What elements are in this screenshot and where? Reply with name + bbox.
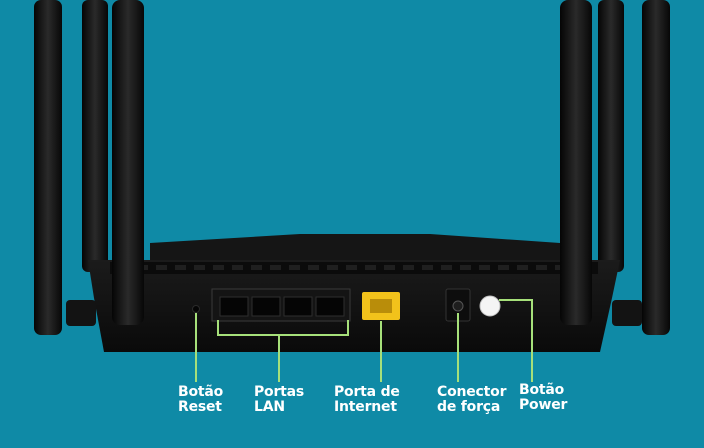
callout-reset-line2: Reset xyxy=(178,399,222,415)
callout-power-button: Botão Power xyxy=(519,383,567,413)
vent-slot xyxy=(213,265,224,270)
callout-power-button-line1: Botão xyxy=(519,382,565,398)
router-lid xyxy=(150,234,560,262)
callout-power-button-line2: Power xyxy=(519,397,568,413)
callout-power-connector-line2: de força xyxy=(437,399,501,415)
vent-slot xyxy=(517,265,528,270)
callout-internet: Porta de Internet xyxy=(334,385,400,415)
antenna-hinge-right xyxy=(612,300,642,326)
vent-slot xyxy=(156,265,167,270)
vent-slot xyxy=(232,265,243,270)
callout-lan: Portas LAN xyxy=(254,385,304,415)
callout-internet-line1: Porta de xyxy=(334,384,400,400)
callout-power-connector: Conector de força xyxy=(437,385,506,415)
antenna-front-right xyxy=(560,0,592,325)
vent-slot xyxy=(175,265,186,270)
lan-port-1 xyxy=(219,296,249,317)
antenna-left-inner xyxy=(82,0,108,272)
vent-slot xyxy=(251,265,262,270)
vent-slot xyxy=(403,265,414,270)
callout-power-connector-line1: Conector xyxy=(437,384,507,400)
antenna-right-outer xyxy=(642,0,670,335)
vent-slot xyxy=(498,265,509,270)
vent-slot xyxy=(384,265,395,270)
lan-port-3 xyxy=(283,296,313,317)
callout-lan-line2: LAN xyxy=(254,399,285,415)
vent-slot xyxy=(422,265,433,270)
callout-lines xyxy=(195,299,533,382)
vent-slot xyxy=(270,265,281,270)
callout-reset-line1: Botão xyxy=(178,384,224,400)
router-body xyxy=(88,260,620,352)
vent-slot xyxy=(327,265,338,270)
vent-slot xyxy=(346,265,357,270)
callout-line-power-button xyxy=(499,299,533,382)
lan-port-2 xyxy=(251,296,281,317)
vent-slot xyxy=(536,265,547,270)
power-button xyxy=(479,295,501,317)
vent-slot xyxy=(194,265,205,270)
power-connector-hole xyxy=(452,300,464,312)
vent-slot xyxy=(460,265,471,270)
vent-slot xyxy=(365,265,376,270)
vent-slot xyxy=(289,265,300,270)
vent-slot xyxy=(441,265,452,270)
antenna-front-left xyxy=(112,0,144,325)
callout-line-lan xyxy=(217,320,349,382)
vent-slot xyxy=(479,265,490,270)
callout-reset: Botão Reset xyxy=(178,385,223,415)
wan-port-socket xyxy=(370,299,392,313)
vent-slot xyxy=(308,265,319,270)
callout-lan-line1: Portas xyxy=(254,384,305,400)
callout-internet-line2: Internet xyxy=(334,399,397,415)
antenna-hinge-left xyxy=(66,300,96,326)
antenna-right-inner xyxy=(598,0,624,272)
lan-port-4 xyxy=(315,296,345,317)
reset-hole xyxy=(192,305,200,313)
antenna-left-outer xyxy=(34,0,62,335)
